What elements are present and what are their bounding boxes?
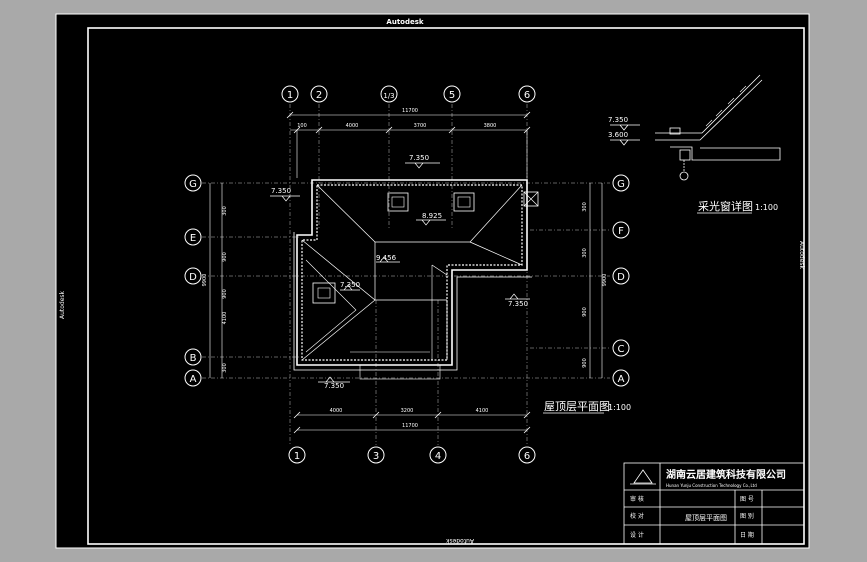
dim-right-total: 9900 <box>602 274 608 287</box>
grid-label-bottom-1: 1 <box>294 451 300 462</box>
grid-bubbles-bottom <box>288 446 536 464</box>
detail-elev-b: 3.600 <box>608 131 628 139</box>
grid-label-right-f: F <box>618 226 624 237</box>
grid-label-top-4: 5 <box>449 90 455 101</box>
tb-left-row-2: 校 对 <box>630 512 644 520</box>
tb-left-row-1: 审 核 <box>630 495 644 503</box>
dim-left-seg-2: 900 <box>222 252 228 262</box>
dimension-lines <box>209 114 603 431</box>
dim-left-seg-3: 900 <box>222 289 228 299</box>
grid-label-right-c: C <box>618 344 625 355</box>
detail-title: 采光窗详图 <box>698 199 753 213</box>
tb-drawing-name: 屋顶层平面图 <box>685 514 727 522</box>
drawing-sheet <box>55 13 810 549</box>
grid-bubbles-top <box>281 85 536 103</box>
grid-bubbles-right <box>612 174 630 387</box>
elev-label-5: 7.350 <box>340 281 360 289</box>
plan-scale: 1:100 <box>608 403 631 412</box>
dim-right-seg-2: 300 <box>582 248 588 258</box>
dim-top-seg-2: 4000 <box>346 123 359 129</box>
tb-right-row-1: 图 号 <box>740 496 754 503</box>
tb-left-row-3: 设 计 <box>630 531 644 539</box>
watermark-right: Autodesk <box>798 241 805 270</box>
grid-label-bottom-4: 6 <box>524 451 530 462</box>
skylight-detail <box>610 74 781 181</box>
dim-top-seg-1: 100 <box>297 123 307 129</box>
grid-label-right-g: G <box>617 179 625 190</box>
dim-right-seg-1: 300 <box>582 202 588 212</box>
dim-left-seg-1: 300 <box>222 206 228 216</box>
grid-bubbles-left <box>184 174 202 387</box>
elev-label-1: 7.350 <box>409 154 429 162</box>
watermark-bottom: Autodesk <box>445 537 474 544</box>
grid-label-left-e: E <box>190 233 196 244</box>
grid-label-top-5: 6 <box>524 90 530 101</box>
grid-label-left-g: G <box>189 179 197 190</box>
detail-elev-a: 7.350 <box>608 116 628 124</box>
dim-right-seg-4: 900 <box>582 358 588 368</box>
grid-label-right-a: A <box>618 374 625 385</box>
dimension-ticks <box>286 111 531 434</box>
grid-label-bottom-2: 3 <box>373 451 379 462</box>
elev-label-2: 7.350 <box>271 187 291 195</box>
dim-right-seg-3: 900 <box>582 307 588 317</box>
grid-label-left-a: A <box>190 374 197 385</box>
dim-top-seg-3: 3700 <box>414 123 427 129</box>
tb-right-row-2: 图 别 <box>740 512 754 520</box>
grid-label-right-d: D <box>617 272 625 283</box>
grid-label-left-b: B <box>190 353 197 364</box>
elev-label-6: 7.350 <box>508 300 528 308</box>
dim-bottom-seg-2: 3200 <box>401 408 414 414</box>
grid-label-left-d: D <box>189 272 197 283</box>
dim-left-seg-5: 300 <box>222 363 228 373</box>
watermark-left: Autodesk <box>59 290 66 319</box>
roof-outline <box>293 179 539 380</box>
tb-right-row-3: 日 期 <box>740 531 754 539</box>
dim-bottom-seg-3: 4100 <box>476 408 489 414</box>
elev-label-4: 9.456 <box>376 254 397 262</box>
watermark-top: Autodesk <box>386 18 423 26</box>
company-name: 湖南云居建筑科技有限公司 <box>666 468 786 481</box>
elev-label-3: 8.925 <box>422 212 442 220</box>
plan-title: 屋顶层平面图 <box>544 400 610 413</box>
dim-top-total: 11700 <box>402 108 418 114</box>
grid-label-top-1: 1 <box>287 90 293 101</box>
drawing-border <box>87 27 805 545</box>
dim-left-seg-4: 4100 <box>222 312 228 325</box>
grid-label-top-3: 1/3 <box>383 92 394 100</box>
elevation-marks <box>270 162 530 383</box>
detail-scale: 1:100 <box>755 203 778 212</box>
dim-bottom-seg-1: 4000 <box>330 408 343 414</box>
title-block <box>623 462 805 545</box>
dim-left-total: 9900 <box>202 274 208 287</box>
grid-label-top-2: 2 <box>316 90 322 101</box>
dim-bottom-total: 11700 <box>402 423 418 429</box>
elev-label-7: 7.350 <box>324 382 344 390</box>
grid-label-bottom-3: 4 <box>435 451 441 462</box>
dim-top-seg-4: 3800 <box>484 123 497 129</box>
company-name-en: Hunan Yunju Construction Technology Co.,… <box>666 483 757 488</box>
